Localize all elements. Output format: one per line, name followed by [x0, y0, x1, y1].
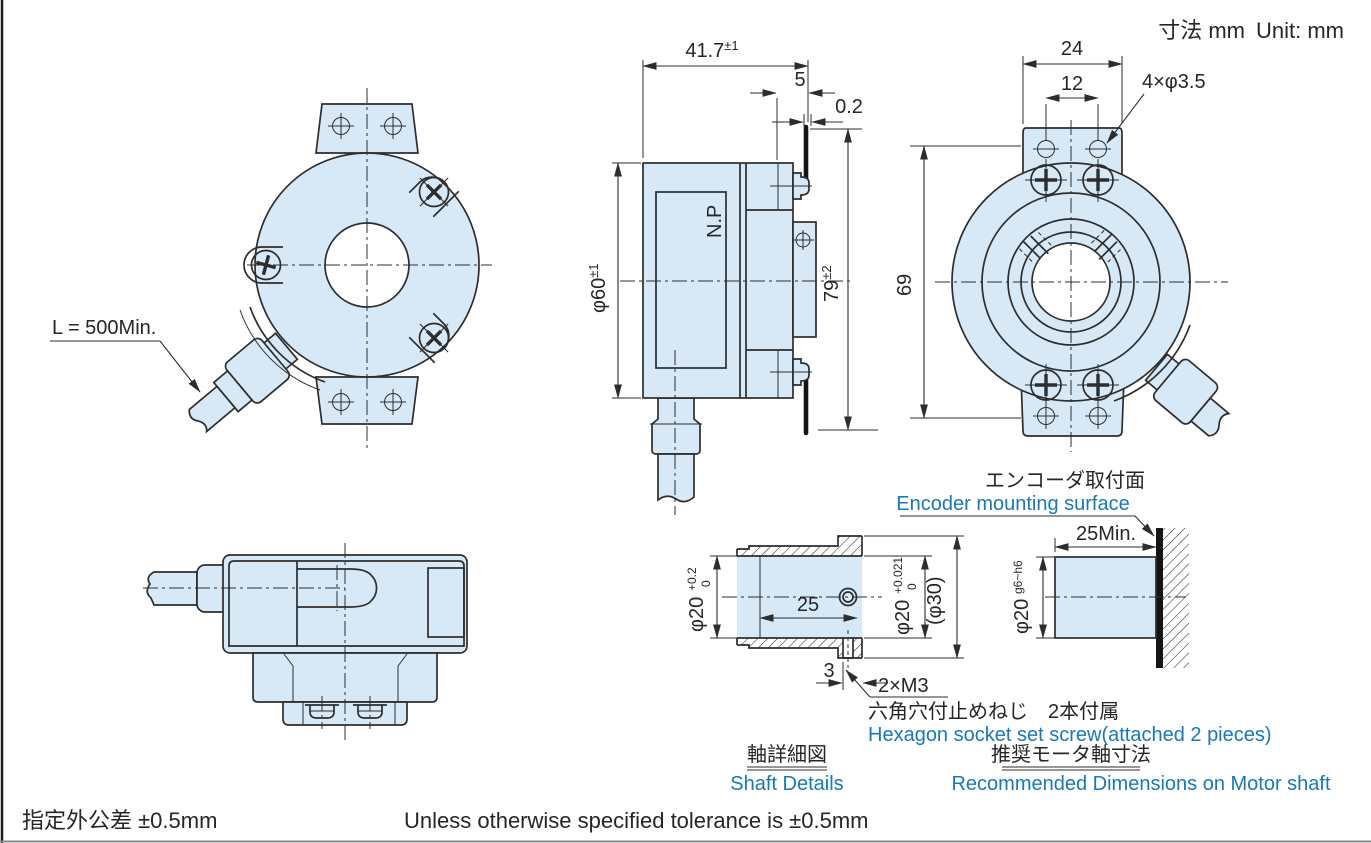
- dim-hole-pitch: 12: [1045, 73, 1099, 140]
- motor-shaft-view: 25Min. φ20 g6~h6 エンコーダ取付面 Encoder mounti…: [896, 469, 1331, 795]
- rear-view: 24 12 4×φ3.5 69: [894, 38, 1231, 452]
- side-label-panel: [655, 191, 727, 369]
- dim-overall-height: 79±2: [810, 128, 878, 431]
- svg-text:79±2: 79±2: [819, 265, 843, 302]
- surface-label-jp: エンコーダ取付面: [985, 469, 1145, 492]
- front-upper-right-screw: [408, 176, 460, 218]
- svg-text:5: 5: [794, 69, 805, 91]
- svg-text:4×φ3.5: 4×φ3.5: [1142, 71, 1206, 93]
- svg-text:12: 12: [1061, 73, 1083, 95]
- unit-label: 寸法 mm Unit: mm: [1158, 18, 1344, 43]
- side-mount-boss: [792, 221, 817, 338]
- svg-text:41.7±1: 41.7±1: [685, 38, 738, 62]
- dim-screw-offset: 3: [816, 660, 888, 690]
- motor-title-en: Recommended Dimensions on Motor shaft: [951, 773, 1331, 795]
- svg-text:+0.021: +0.021: [891, 557, 905, 594]
- tolerance-note-en: Unless otherwise specified tolerance is …: [404, 808, 869, 833]
- svg-text:(φ30): (φ30): [924, 576, 946, 625]
- mounting-holes-callout: 4×φ3.5: [1106, 71, 1206, 144]
- dim-insert-depth: 25Min.: [1054, 523, 1157, 552]
- side-cable: [651, 397, 701, 503]
- knurl-marks: [1019, 230, 1121, 264]
- shaft-title-en: Shaft Details: [730, 773, 843, 795]
- svg-text:69: 69: [894, 274, 916, 296]
- rear-cable: [1144, 353, 1231, 437]
- shaft-title-jp: 軸詳細図: [747, 743, 827, 766]
- svg-text:0.2: 0.2: [835, 96, 863, 118]
- dim-fit-dia: φ20 +0.021 0: [864, 555, 932, 639]
- svg-text:φ20: φ20: [686, 597, 708, 632]
- screw-note-jp: 六角穴付止めねじ 2本付属: [868, 700, 1119, 723]
- side-view: N.P 41.7±1 5 0.2: [586, 38, 878, 515]
- svg-text:0: 0: [905, 583, 919, 590]
- svg-text:3: 3: [823, 660, 834, 682]
- dim-rear-height: 69: [894, 145, 1021, 419]
- svg-text:25: 25: [797, 594, 819, 616]
- svg-text:+0.2: +0.2: [685, 567, 699, 591]
- mounting-surface: [1156, 528, 1163, 668]
- set-screw-slot: [842, 630, 854, 668]
- front-view: L = 500Min.: [50, 88, 492, 448]
- side-screws: [770, 172, 812, 386]
- bottom-screws: [305, 696, 387, 729]
- bottom-connector-panel: [427, 567, 465, 638]
- unit-label-jp: 寸法 mm: [1158, 18, 1245, 43]
- svg-text:25Min.: 25Min.: [1076, 523, 1136, 545]
- surface-leader: [1134, 515, 1155, 537]
- dim-shaft-dia: φ20 g6~h6: [1011, 556, 1060, 639]
- motor-title-jp: 推奨モータ軸寸法: [991, 743, 1151, 766]
- rear-flange-holes: [1033, 140, 1111, 429]
- dim-flange-width: 24: [1022, 38, 1123, 124]
- tolerance-note: 指定外公差 ±0.5mm Unless otherwise specified …: [22, 808, 869, 833]
- svg-text:g6~h6: g6~h6: [1011, 560, 1025, 594]
- dim-bore-depth: 25: [759, 594, 858, 622]
- svg-text:φ20: φ20: [1011, 599, 1033, 634]
- front-left-screw: [243, 246, 283, 284]
- bottom-view: [143, 543, 468, 740]
- svg-text:0: 0: [699, 580, 713, 587]
- set-screw-callout: 2×M3: [845, 669, 948, 698]
- dim-width: 41.7±1: [642, 38, 809, 158]
- svg-text:24: 24: [1061, 38, 1083, 60]
- rear-flange-screws: [1025, 159, 1119, 407]
- shaft-detail-view: φ20 +0.2 0 25 φ20 +0.021 0: [685, 535, 1272, 795]
- dim-spring-gap: 0.2: [772, 96, 863, 126]
- front-cable: [188, 332, 299, 434]
- cable-length-leader: [159, 340, 201, 393]
- dim-outer-dia: (φ30): [864, 535, 964, 659]
- dim-flange-offset: 5: [750, 69, 835, 160]
- unit-label-en: Unit: mm: [1256, 18, 1344, 43]
- surface-label-en: Encoder mounting surface: [896, 493, 1129, 515]
- svg-text:2×M3: 2×M3: [878, 675, 929, 697]
- cable-length-label: L = 500Min.: [52, 317, 156, 339]
- tolerance-note-jp: 指定外公差 ±0.5mm: [22, 808, 217, 833]
- dim-body-dia: φ60±1: [586, 162, 641, 399]
- screw-note-en: Hexagon socket set screw(attached 2 piec…: [868, 724, 1272, 746]
- motor-wall-hatch: [1163, 528, 1189, 668]
- dim-bore-dia: φ20 +0.2 0: [685, 555, 742, 639]
- front-flange-holes: [328, 113, 406, 415]
- svg-text:φ20: φ20: [892, 600, 914, 635]
- svg-text:N.P: N.P: [704, 205, 726, 238]
- front-lower-right-screw: [408, 312, 450, 364]
- svg-text:φ60±1: φ60±1: [586, 263, 610, 313]
- np-marking: N.P: [704, 205, 726, 238]
